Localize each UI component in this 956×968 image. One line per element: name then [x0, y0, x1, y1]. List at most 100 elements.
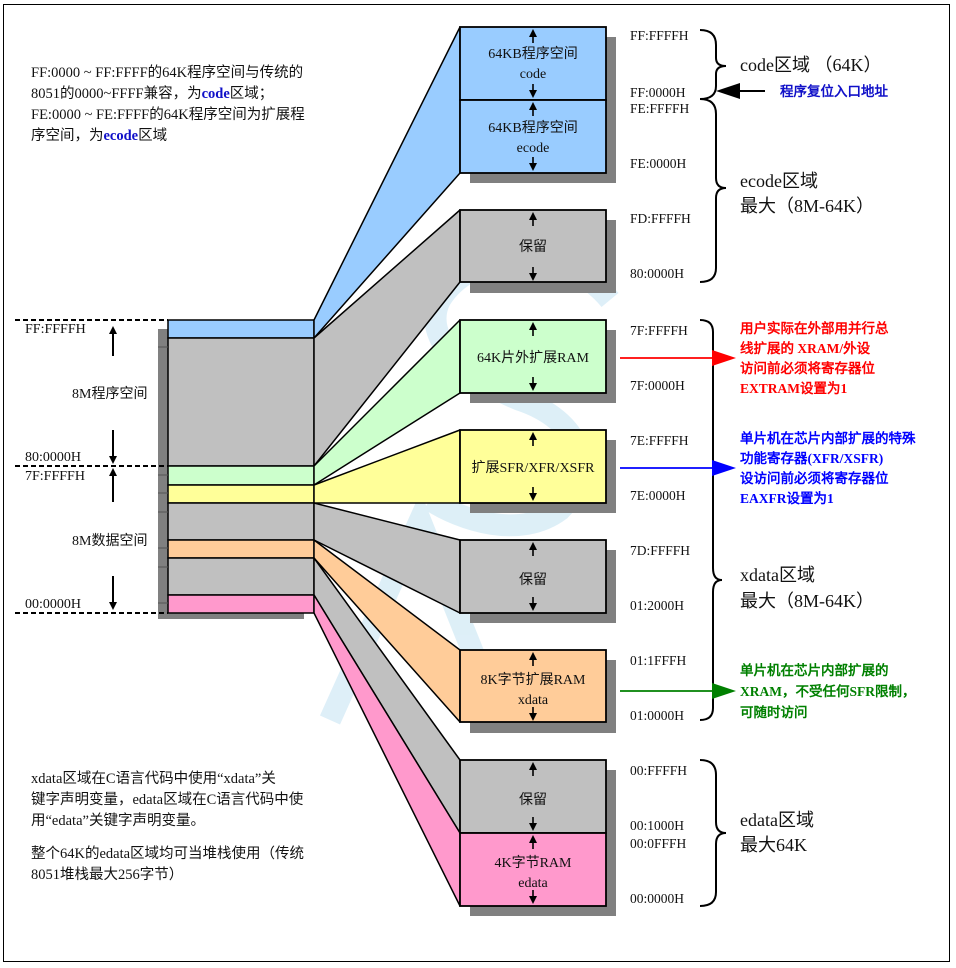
top-note-line: FF:0000 ~ FF:FFFF的64K程序空间与传统的	[31, 65, 304, 81]
xram-note-line: XRAM，不受任何SFR限制，	[740, 683, 916, 699]
region-ecode-label-2: 最大（8M-64K）	[740, 196, 874, 216]
text: 序空间，为	[31, 128, 104, 144]
arrow-down-icon	[529, 383, 537, 391]
segment-program-reserved	[167, 337, 315, 467]
segment-data-reserved-1	[167, 502, 315, 541]
arrow-up-icon	[529, 212, 537, 220]
addr-7e-ffff: 7E:FFFFH	[630, 433, 689, 448]
arrow-up-icon	[529, 322, 537, 330]
segment-ext-ram	[167, 465, 315, 486]
addr-01-0000: 01:0000H	[630, 708, 684, 723]
funnels	[313, 26, 461, 907]
addr-7f-0000: 7F:0000H	[630, 378, 685, 393]
address-labels: FF:FFFFH FF:0000H FE:FFFFH FE:0000H FD:F…	[630, 28, 691, 906]
box-ecode-sublabel: ecode	[517, 141, 550, 156]
arrow-down-icon	[529, 896, 537, 904]
arrow-up-icon	[529, 652, 537, 660]
segment-xram	[167, 539, 315, 559]
xram-note-line: 单片机在芯片内部扩展的	[740, 662, 889, 678]
addr-7d-ffff: 7D:FFFFH	[630, 543, 690, 558]
box-xram-sublabel: xdata	[518, 693, 549, 708]
bottom-note: xdata区域在C语言代码中使用“xdata”关 键字声明变量，edata区域在…	[31, 769, 304, 886]
addr-80-0000: 80:0000H	[630, 266, 684, 281]
arrow-down-icon	[529, 603, 537, 611]
region-xdata-label-2: 最大（8M-64K）	[740, 591, 874, 611]
addr-00-1000: 00:1000H	[630, 818, 684, 833]
region-edata-label-2: 最大64K	[740, 835, 807, 855]
eaxfr-note-line: 设访问前必须将寄存器位	[740, 470, 889, 486]
addr-7e-0000: 7E:0000H	[630, 488, 686, 503]
segment-data-reserved-2	[167, 557, 315, 596]
addr-00-ffff: 00:FFFFH	[630, 763, 687, 778]
arrow-up-icon	[529, 102, 537, 110]
reset-arrow-head-icon	[716, 83, 740, 99]
eaxfr-arrow-head-icon	[712, 460, 736, 476]
arrow-down-icon	[529, 90, 537, 98]
top-note-line: FE:0000 ~ FE:FFFF的64K程序空间为扩展程	[31, 107, 305, 123]
left-memory-column: FF:FFFFH 8M程序空间 80:0000H 7F:FFFFH 8M数据空间…	[15, 319, 315, 619]
arrow-down-icon	[529, 273, 537, 281]
arrow-up-icon	[529, 29, 537, 37]
top-note-line: 序空间，为ecode区域	[31, 126, 305, 147]
bottom-note-line: 用“edata”关键字声明变量。	[31, 813, 205, 829]
segment-sfr	[167, 484, 315, 504]
addr-01-1fff: 01:1FFFH	[630, 653, 687, 668]
arrow-down-icon	[529, 493, 537, 501]
eaxfr-arrow	[620, 460, 736, 476]
box-ext-ram-label: 64K片外扩展RAM	[477, 350, 590, 366]
left-addr-mid-low: 7F:FFFFH	[25, 469, 85, 484]
text: 区域；	[229, 86, 274, 102]
arrow-up-icon	[529, 542, 537, 550]
arrow-up-icon	[529, 835, 537, 843]
reset-entry-arrow	[716, 83, 765, 99]
program-space-label: 8M程序空间	[72, 386, 147, 402]
xram-annotation: 单片机在芯片内部扩展的 XRAM，不受任何SFR限制， 可随时访问	[740, 662, 916, 720]
extram-note-line: 线扩展的 XRAM/外设	[740, 340, 871, 356]
bottom-note-line: 8051堆栈最大256字节）	[31, 867, 184, 883]
box-ecode-label: 64KB程序空间	[488, 120, 577, 136]
addr-00-0000: 00:0000H	[630, 891, 684, 906]
arrow-down-icon	[529, 713, 537, 721]
addr-00-0fff: 00:0FFFH	[630, 836, 687, 851]
extram-note-line: EXTRAM设置为1	[740, 380, 847, 396]
eaxfr-note-line: 单片机在芯片内部扩展的特殊	[740, 430, 916, 446]
eaxfr-note-line: 功能寄存器(XFR/XSFR)	[740, 450, 883, 466]
middle-boxes: 64KB程序空间 code 64KB程序空间 ecode 保留 64K片外扩展R…	[459, 26, 616, 916]
top-note: FF:0000 ~ FF:FFFF的64K程序空间与传统的 8051的0000~…	[31, 63, 305, 147]
box-code-label: 64KB程序空间	[488, 46, 577, 62]
segment-edata	[167, 594, 315, 614]
braces	[699, 29, 727, 907]
box-reserved-2-label: 保留	[519, 572, 547, 588]
addr-fe-0000: FE:0000H	[630, 156, 687, 171]
box-edata-sublabel: edata	[518, 876, 548, 891]
brace-edata	[699, 759, 727, 907]
arrow-up-icon	[529, 432, 537, 440]
bottom-note-line: 键字声明变量，edata区域在C语言代码中使	[31, 792, 304, 808]
addr-fe-ffff: FE:FFFFH	[630, 101, 690, 116]
left-addr-top: FF:FFFFH	[25, 322, 86, 337]
box-sfr-label: 扩展SFR/XFR/XSFR	[472, 460, 596, 476]
addr-fd-ffff: FD:FFFFH	[630, 211, 691, 226]
diagram-frame	[3, 4, 950, 962]
box-code-sublabel: code	[520, 67, 546, 82]
addr-ff-0000: FF:0000H	[630, 85, 686, 100]
text: 区域	[138, 128, 168, 144]
left-addr-mid-high: 80:0000H	[25, 450, 81, 465]
reset-entry-label: 程序复位入口地址	[780, 83, 888, 99]
extram-arrow-head-icon	[712, 350, 736, 366]
brace-ecode	[699, 98, 727, 283]
xram-note-line: 可随时访问	[740, 704, 808, 720]
box-reserved-3-label: 保留	[519, 792, 547, 808]
arrow-up-icon	[529, 762, 537, 770]
left-addr-bottom: 00:0000H	[25, 597, 81, 612]
data-space-label: 8M数据空间	[72, 533, 147, 549]
xram-arrow	[620, 683, 736, 699]
region-code-label: code区域 （64K）	[740, 55, 881, 75]
extram-note-line: 访问前必须将寄存器位	[740, 360, 875, 376]
addr-ff-ffff: FF:FFFFH	[630, 28, 689, 43]
top-note-line: 8051的0000~FFFF兼容，为code区域；	[31, 84, 305, 105]
brace-code	[699, 29, 727, 100]
extram-note-line: 用户实际在外部用并行总	[740, 320, 889, 336]
region-edata-label-1: edata区域	[740, 810, 814, 830]
segment-code	[167, 319, 315, 339]
